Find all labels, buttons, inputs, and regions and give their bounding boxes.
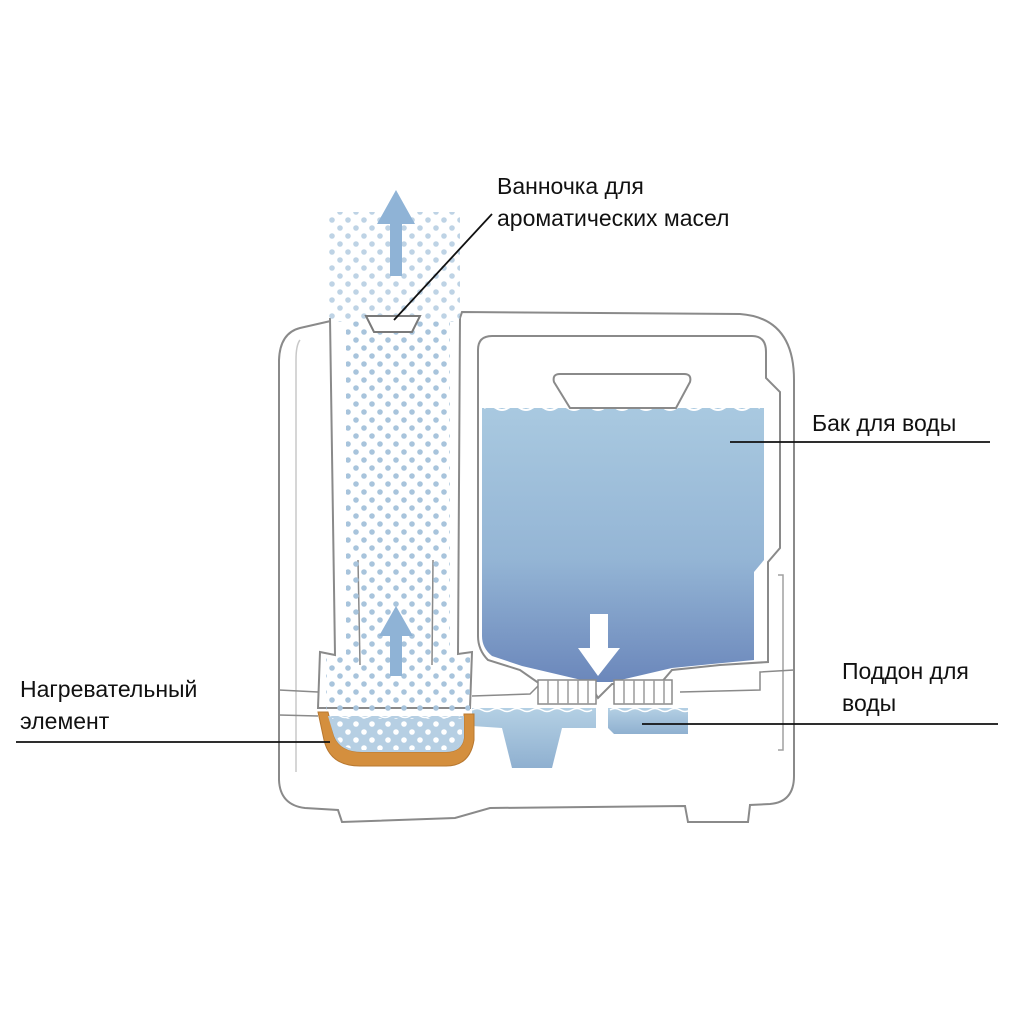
label-water-tank-line1: Бак для воды [812,410,957,436]
water-surface-ripple [483,405,761,411]
water-tray-surface [471,707,691,713]
label-water-tank: Бак для воды [812,407,956,439]
steam-column [346,322,450,657]
base-plate [278,669,795,697]
label-heating-element-line1: Нагревательный [20,676,198,702]
tank-valve-cap [537,679,673,705]
water-tray-right [608,708,688,734]
label-water-tray: Поддон для воды [842,655,969,719]
water-tank-handle [552,373,692,409]
label-heating-element-line2: элемент [20,708,110,734]
water-tray [472,708,596,768]
label-aroma-oil-tray: Ванночка для ароматических масел [497,170,729,234]
heating-basin-surface [329,713,461,719]
label-water-tray-line1: Поддон для [842,658,969,684]
steam-arrow-up-top [377,190,415,276]
label-water-tray-line2: воды [842,690,897,716]
housing-inner-line [295,339,301,772]
water-flow-arrow-down [578,614,620,676]
base-plate-lower [278,714,319,717]
boiling-bubbles [332,718,462,750]
water-tank-water [482,408,764,682]
label-heating-element: Нагревательный элемент [20,673,197,737]
steam-arrow-up-lower [379,606,413,676]
label-aroma-oil-tray-line1: Ванночка для [497,173,644,199]
leader-line-aroma-tray [393,213,493,321]
housing-side-edge [778,574,784,751]
label-aroma-oil-tray-line2: ароматических масел [497,205,730,231]
aroma-oil-tray [364,315,422,333]
